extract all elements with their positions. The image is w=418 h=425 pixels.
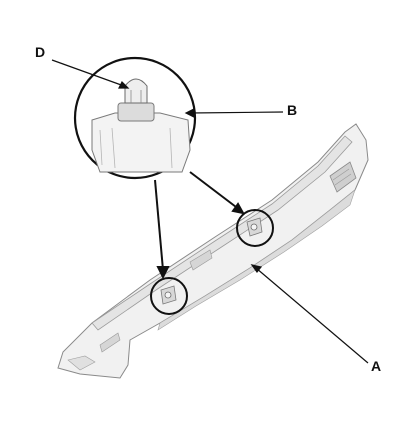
clip-location-circle-lower (150, 277, 188, 315)
callout-d: D (35, 44, 46, 60)
clip-location-circle-upper (236, 209, 274, 247)
leader-lines (51, 59, 369, 364)
callout-a: A (371, 358, 382, 374)
clip-icon (117, 78, 155, 122)
pointer-arrows (154, 171, 245, 280)
callout-b: B (287, 102, 298, 118)
clip-detail-magnifier (73, 56, 197, 180)
